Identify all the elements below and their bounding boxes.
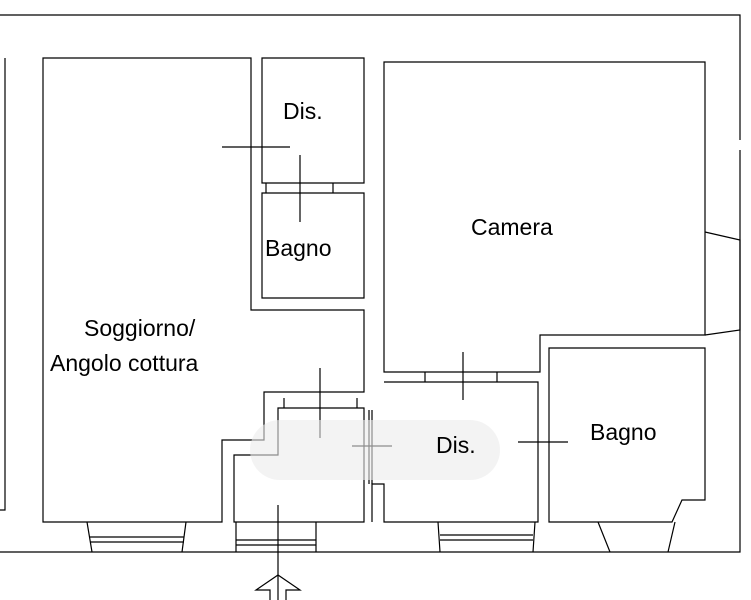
room-label-bagno-left: Bagno [265, 235, 332, 261]
watermark-logo [250, 420, 500, 480]
room-label-dis-top: Dis. [283, 98, 323, 124]
room-label-dis-bottom: Dis. [436, 432, 476, 458]
room-label-camera: Camera [471, 214, 553, 240]
room-label-bagno-right: Bagno [590, 419, 657, 445]
room-label-soggiorno: Soggiorno/ [84, 315, 196, 341]
room-label-angolo-cottura: Angolo cottura [50, 350, 199, 376]
